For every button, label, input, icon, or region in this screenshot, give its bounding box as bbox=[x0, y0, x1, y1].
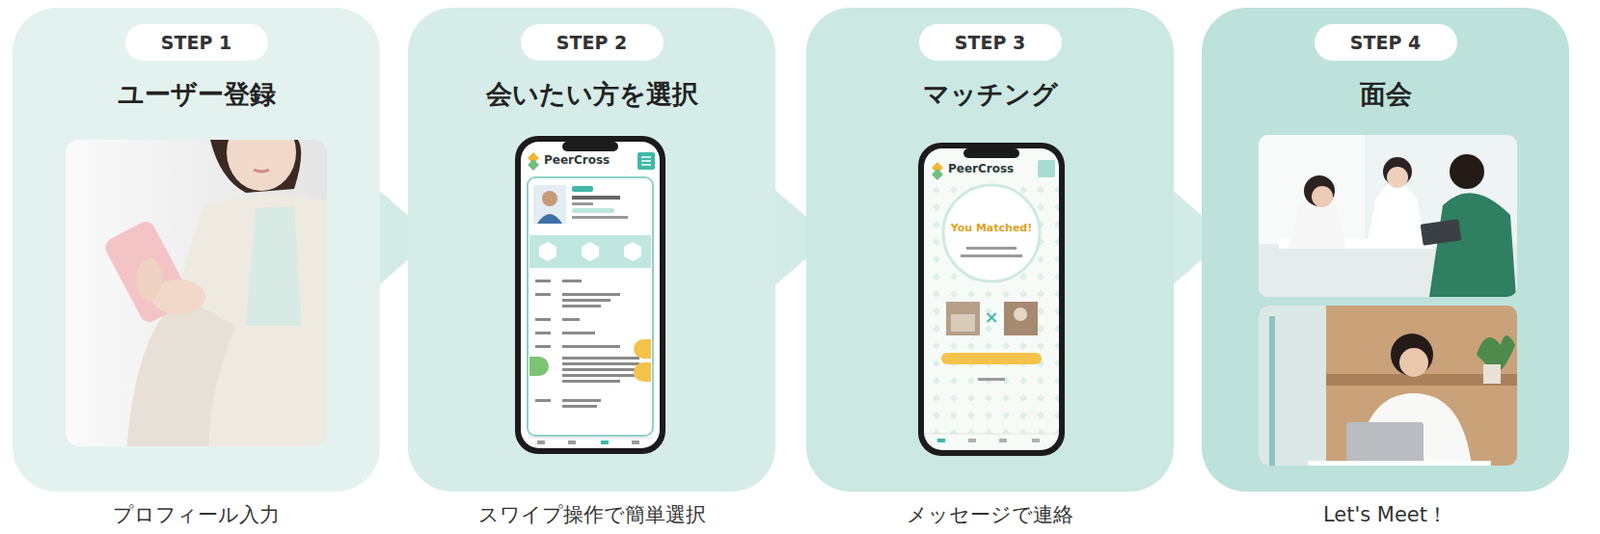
step-caption: スワイプ操作で簡単選択 bbox=[398, 501, 786, 529]
step-caption: プロフィール入力 bbox=[2, 501, 390, 529]
match-symbol: × bbox=[983, 307, 999, 327]
step-caption: Let's Meet！ bbox=[1192, 501, 1579, 529]
step-number: STEP 3 bbox=[954, 31, 1026, 54]
step-panel: 面会Let's Meet！STEP 4 bbox=[1201, 7, 1570, 492]
step-panel: ユーザー登録プロフィール入力STEP 1 bbox=[12, 7, 380, 492]
step-pill: STEP 4 bbox=[1314, 24, 1458, 61]
app-logo-text: PeerCross bbox=[543, 154, 610, 167]
step-number: STEP 4 bbox=[1350, 31, 1421, 54]
step-title: 会いたい方を選択 bbox=[407, 77, 776, 112]
step-pill: STEP 1 bbox=[125, 24, 269, 61]
step-number: STEP 2 bbox=[556, 31, 627, 54]
step-title: マッチング bbox=[806, 77, 1174, 112]
step-number: STEP 1 bbox=[161, 31, 232, 54]
app-logo-text: PeerCross bbox=[948, 162, 1014, 176]
step-panel: マッチングメッセージで連絡STEP 3PeerCrossYou Matched!… bbox=[806, 7, 1174, 492]
step-caption: メッセージで連絡 bbox=[796, 501, 1184, 529]
step-pill: STEP 2 bbox=[520, 24, 664, 61]
step-title: ユーザー登録 bbox=[12, 77, 380, 112]
match-message: You Matched! bbox=[950, 222, 1033, 235]
step-title: 面会 bbox=[1201, 77, 1570, 112]
step-panel: 会いたい方を選択スワイプ操作で簡単選択STEP 2PeerCross bbox=[407, 7, 776, 492]
step-pill: STEP 3 bbox=[919, 24, 1062, 61]
